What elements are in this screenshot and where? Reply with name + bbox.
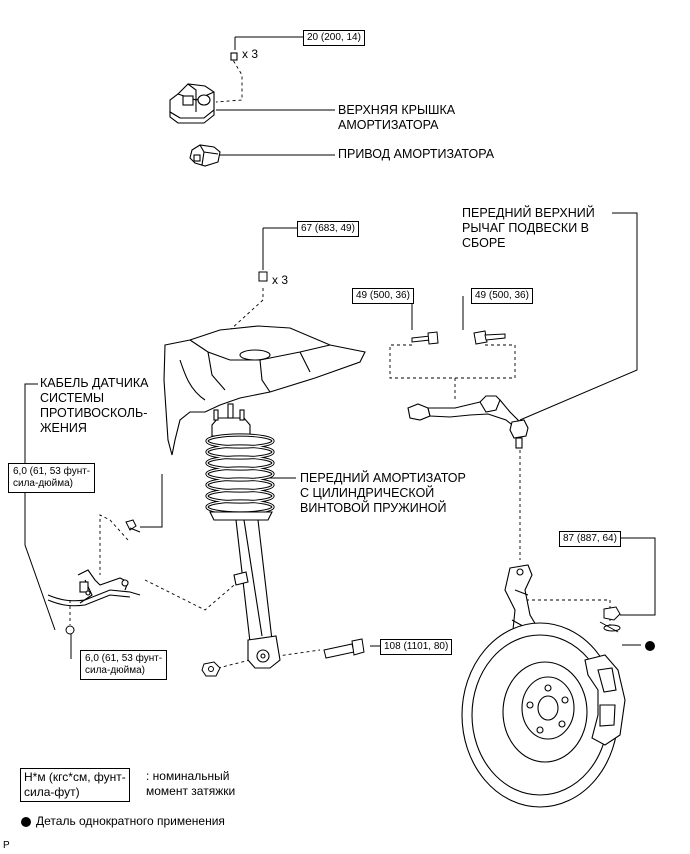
arm-bolts-drawing [411,330,506,345]
torque-arm-bolt-right: 49 (500, 36) [471,288,533,304]
brake-caliper-drawing [584,654,626,746]
legend-unit-box: Н*м (кгс*см, фунт- сила-фут) [20,768,130,802]
label-front-shock-line1: ПЕРЕДНИЙ АМОРТИЗАТОР [300,471,466,485]
torque-cable-nut-line2: сила-дюйма) [85,665,145,676]
coil-spring-strut-drawing [205,403,281,669]
legend-unit-box-line2: сила-фут) [24,785,80,799]
corner-mark: P [3,840,10,851]
label-upper-arm: ПЕРЕДНИЙ ВЕРХНИЙ РЫЧАГ ПОДВЕСКИ В СБОРЕ [462,206,595,251]
legend-one-time-dot [21,817,31,827]
torque-knuckle-nut: 87 (887, 64) [559,531,621,547]
upper-arm-drawing [407,395,529,449]
label-sensor-cable-line3: ПРОТИВОСКОЛЬ- [40,406,148,420]
torque-arm-bolt-left: 49 (500, 36) [352,288,414,304]
torque-cable-bolt: 6,0 (61, 53 фунт- сила-дюйма) [8,463,96,493]
legend-unit-description: : номинальный момент затяжки [146,769,235,799]
one-time-use-marker [645,641,655,651]
label-actuator: ПРИВОД АМОРТИЗАТОРА [338,147,495,161]
upper-cover-drawing [169,52,238,124]
label-sensor-cable-line4: ЖЕНИЯ [40,421,87,435]
leader-t6a [140,474,163,528]
small-bolt-drawing [125,519,141,533]
label-front-shock-line3: ВИНТОВОЙ ПРУЖИНОЙ [300,501,447,515]
label-sensor-cable-line1: КАБЕЛЬ ДАТЧИКА [40,376,149,390]
knuckle-nut-drawing [599,606,621,633]
brake-rotor-drawing [461,622,619,808]
sensor-cable-drawing [47,569,141,607]
label-upper-cover: ВЕРХНЯЯ КРЫШКА АМОРТИЗАТОРА [338,103,455,133]
torque-strut-nuts: 67 (683, 49) [297,221,359,237]
legend-one-time-text: Деталь однократного применения [36,814,225,828]
small-nut-drawing [65,625,75,635]
body-panel-drawing [163,325,366,456]
legend-unit-description-line2: момент затяжки [146,784,236,798]
torque-upper-cover-nuts: 20 (200, 14) [303,30,365,46]
legend-unit-description-line1: : номинальный [146,769,230,783]
label-front-shock: ПЕРЕДНИЙ АМОРТИЗАТОР С ЦИЛИНДРИЧЕСКОЙ ВИ… [300,471,466,516]
torque-cable-bolt-line2: сила-дюйма) [13,478,73,489]
label-upper-cover-line2: АМОРТИЗАТОРА [338,118,439,132]
leader-t87 [620,537,656,616]
quantity-upper-cover-nuts: x 3 [242,47,259,61]
legend-unit-box-line1: Н*м (кгс*см, фунт- [24,770,126,784]
lower-bolt-drawing [323,638,365,659]
label-sensor-cable-line2: СИСТЕМЫ [40,391,105,405]
lower-nut-drawing [201,661,221,677]
label-upper-arm-line1: ПЕРЕДНИЙ ВЕРХНИЙ [462,206,595,220]
torque-cable-nut: 6,0 (61, 53 фунт- сила-дюйма) [80,650,168,680]
torque-cable-nut-line1: 6,0 (61, 53 фунт- [85,653,163,664]
torque-cable-bolt-line1: 6,0 (61, 53 фунт- [13,466,91,477]
label-sensor-cable: КАБЕЛЬ ДАТЧИКА СИСТЕМЫ ПРОТИВОСКОЛЬ- ЖЕН… [40,376,148,436]
label-upper-cover-line1: ВЕРХНЯЯ КРЫШКА [338,103,456,117]
label-front-shock-line2: С ЦИЛИНДРИЧЕСКОЙ [300,486,435,500]
label-upper-arm-line3: СБОРЕ [462,236,506,250]
torque-lower-bolt: 108 (1101, 80) [380,639,453,655]
strut-top-nut [258,271,268,282]
label-upper-arm-line2: РЫЧАГ ПОДВЕСКИ В [462,221,589,235]
actuator-drawing [189,144,221,167]
quantity-strut-nuts: x 3 [272,273,289,287]
leader-upper-arm [519,212,638,421]
